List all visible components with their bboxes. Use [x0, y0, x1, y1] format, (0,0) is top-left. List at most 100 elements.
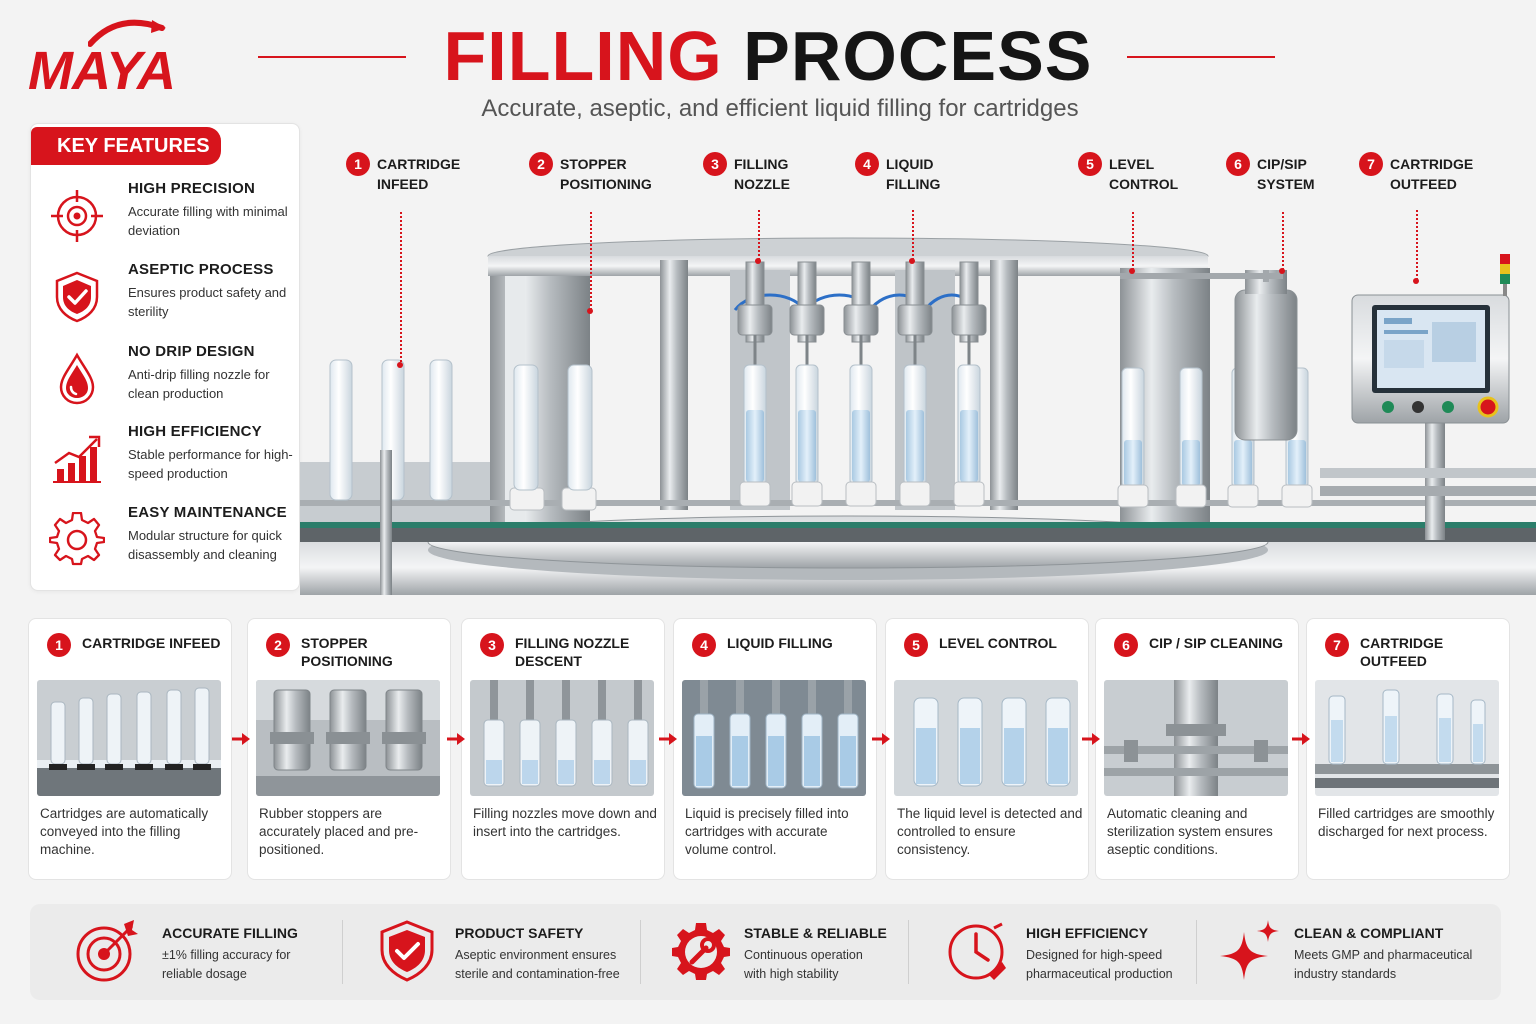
callout-number: 6	[1226, 152, 1250, 176]
callout-number: 7	[1359, 152, 1383, 176]
leader-dot	[755, 258, 761, 264]
step-description: Rubber stoppers are accurately placed an…	[259, 806, 419, 857]
feature-high-precision: HIGH PRECISION Accurate filling with min…	[31, 180, 301, 258]
target-arrow-icon	[76, 920, 138, 982]
callout-label-line1: CARTRIDGE	[1390, 156, 1474, 172]
shield-check-icon	[55, 271, 99, 323]
leader-cartridge-outfeed	[1416, 210, 1418, 280]
logo-text: MAYA	[28, 41, 176, 101]
step-title: LIQUID FILLING	[727, 635, 833, 651]
callout-number: 2	[529, 152, 553, 176]
callout-label-line1: CARTRIDGE	[377, 156, 461, 172]
benefit-title: HIGH EFFICIENCY	[1026, 925, 1149, 941]
clock-icon	[948, 922, 1006, 980]
leader-level-control	[1132, 210, 1134, 270]
step-card-stopper-positioning: 2 STOPPER POSITIONING Rubber stoppers ar…	[247, 618, 451, 880]
step-card-level-control: 5 LEVEL CONTROL The liquid level is dete…	[885, 618, 1089, 880]
step-arrow-right-icon	[872, 733, 890, 745]
leader-dot	[1129, 268, 1135, 274]
key-features-heading: KEY FEATURES	[31, 127, 221, 165]
step-title: FILLING NOZZLE DESCENT	[515, 635, 630, 669]
filling-machine-illustration	[300, 210, 1536, 595]
benefit-desc: Meets GMP and pharmaceutical industry st…	[1294, 948, 1473, 981]
step-description: Cartridges are automatically conveyed in…	[40, 806, 209, 857]
callout-label-line1: LEVEL	[1109, 156, 1155, 172]
title-part-filling: FILLING	[443, 17, 723, 95]
callout-number: 3	[703, 152, 727, 176]
feature-desc: Ensures product safety and sterility	[128, 285, 287, 319]
step-number: 5	[904, 633, 928, 657]
key-features-panel: KEY FEATURES HIGH PRECISION Accurate fil…	[30, 123, 300, 591]
feature-title: NO DRIP DESIGN	[128, 343, 255, 360]
callout-label-line1: FILLING	[734, 156, 789, 172]
benefit-title: ACCURATE FILLING	[162, 925, 298, 941]
leader-filling-nozzle	[758, 210, 760, 260]
step-arrow-right-icon	[1292, 733, 1310, 745]
crosshair-icon	[51, 190, 103, 242]
callout-label-line2: CONTROL	[1109, 176, 1179, 192]
title-part-process: PROCESS	[743, 17, 1093, 95]
benefit-desc: Aseptic environment ensures sterile and …	[455, 948, 620, 981]
page-title: FILLING PROCESS	[0, 14, 1536, 98]
step-arrow-right-icon	[447, 733, 465, 745]
leader-stopper-positioning	[590, 210, 592, 310]
step-description: Liquid is precisely filled into cartridg…	[685, 806, 849, 857]
step-card-cartridge-outfeed: 7 CARTRIDGE OUTFEED Filled cartridges ar…	[1306, 618, 1510, 880]
sparkle-icon	[1220, 920, 1279, 980]
step-description: Filled cartridges are smoothly discharge…	[1318, 806, 1495, 839]
callout-label-line2: POSITIONING	[560, 176, 652, 192]
feature-easy-maintenance: EASY MAINTENANCE Modular structure for q…	[31, 504, 301, 582]
step-card-cartridge-infeed: 1 CARTRIDGE INFEED Cartridges are automa…	[28, 618, 232, 880]
feature-desc: Stable performance for high-speed produc…	[128, 447, 293, 481]
feature-title: ASEPTIC PROCESS	[128, 261, 274, 278]
leader-cartridge-infeed	[400, 210, 402, 365]
benefit-divider	[908, 920, 909, 984]
step-image-liquid	[682, 680, 866, 796]
step-image-cip	[1104, 680, 1288, 796]
step-number: 3	[480, 633, 504, 657]
step-title: STOPPER POSITIONING	[301, 635, 393, 669]
step-number: 7	[1325, 633, 1349, 657]
step-description: Automatic cleaning and sterilization sys…	[1107, 806, 1273, 857]
step-arrow-right-icon	[1082, 733, 1100, 745]
benefit-high-efficiency: HIGH EFFICIENCY Designed for high-speed …	[944, 904, 1194, 1000]
gear-wrench-icon	[672, 923, 730, 980]
benefit-divider	[342, 920, 343, 984]
callout-label-line2: OUTFEED	[1390, 176, 1457, 192]
callout-label-line1: CIP/SIP	[1257, 156, 1307, 172]
step-image-stopper	[256, 680, 440, 796]
step-number: 1	[47, 633, 71, 657]
brand-logo: MAYA	[28, 18, 223, 101]
leader-dot	[587, 308, 593, 314]
leader-dot	[397, 362, 403, 368]
machine-drawing	[300, 237, 1536, 595]
benefit-clean-compliant: CLEAN & COMPLIANT Meets GMP and pharmace…	[1218, 904, 1488, 1000]
step-title: CARTRIDGE OUTFEED	[1360, 635, 1444, 669]
step-arrow-right-icon	[659, 733, 677, 745]
step-number: 2	[266, 633, 290, 657]
benefit-title: CLEAN & COMPLIANT	[1294, 925, 1444, 941]
gear-icon	[49, 512, 105, 566]
leader-cip-sip-system	[1282, 210, 1284, 270]
leader-dot	[1413, 278, 1419, 284]
callout-label-line2: INFEED	[377, 176, 429, 192]
feature-desc: Accurate filling with minimal deviation	[128, 204, 288, 238]
benefit-divider	[640, 920, 641, 984]
header-rule-left	[258, 56, 406, 58]
callout-number: 1	[346, 152, 370, 176]
step-description: The liquid level is detected and control…	[897, 806, 1083, 857]
page-subtitle: Accurate, aseptic, and efficient liquid …	[481, 95, 1079, 122]
step-title: LEVEL CONTROL	[939, 635, 1057, 651]
step-arrow-right-icon	[232, 733, 250, 745]
step-card-cip-sip-cleaning: 6 CIP / SIP CLEANING Automatic cleaning …	[1095, 618, 1299, 880]
benefit-divider	[1196, 920, 1197, 984]
callout-label-line1: STOPPER	[560, 156, 627, 172]
benefit-desc: ±1% filling accuracy for reliable dosage	[162, 948, 291, 981]
callout-number: 4	[855, 152, 879, 176]
benefit-desc: Designed for high-speed pharmaceutical p…	[1026, 948, 1173, 981]
step-number: 4	[692, 633, 716, 657]
leader-liquid-filling	[912, 210, 914, 260]
shield-check-icon	[380, 920, 434, 982]
benefit-product-safety: PRODUCT SAFETY Aseptic environment ensur…	[374, 904, 654, 1000]
feature-title: HIGH PRECISION	[128, 180, 255, 197]
